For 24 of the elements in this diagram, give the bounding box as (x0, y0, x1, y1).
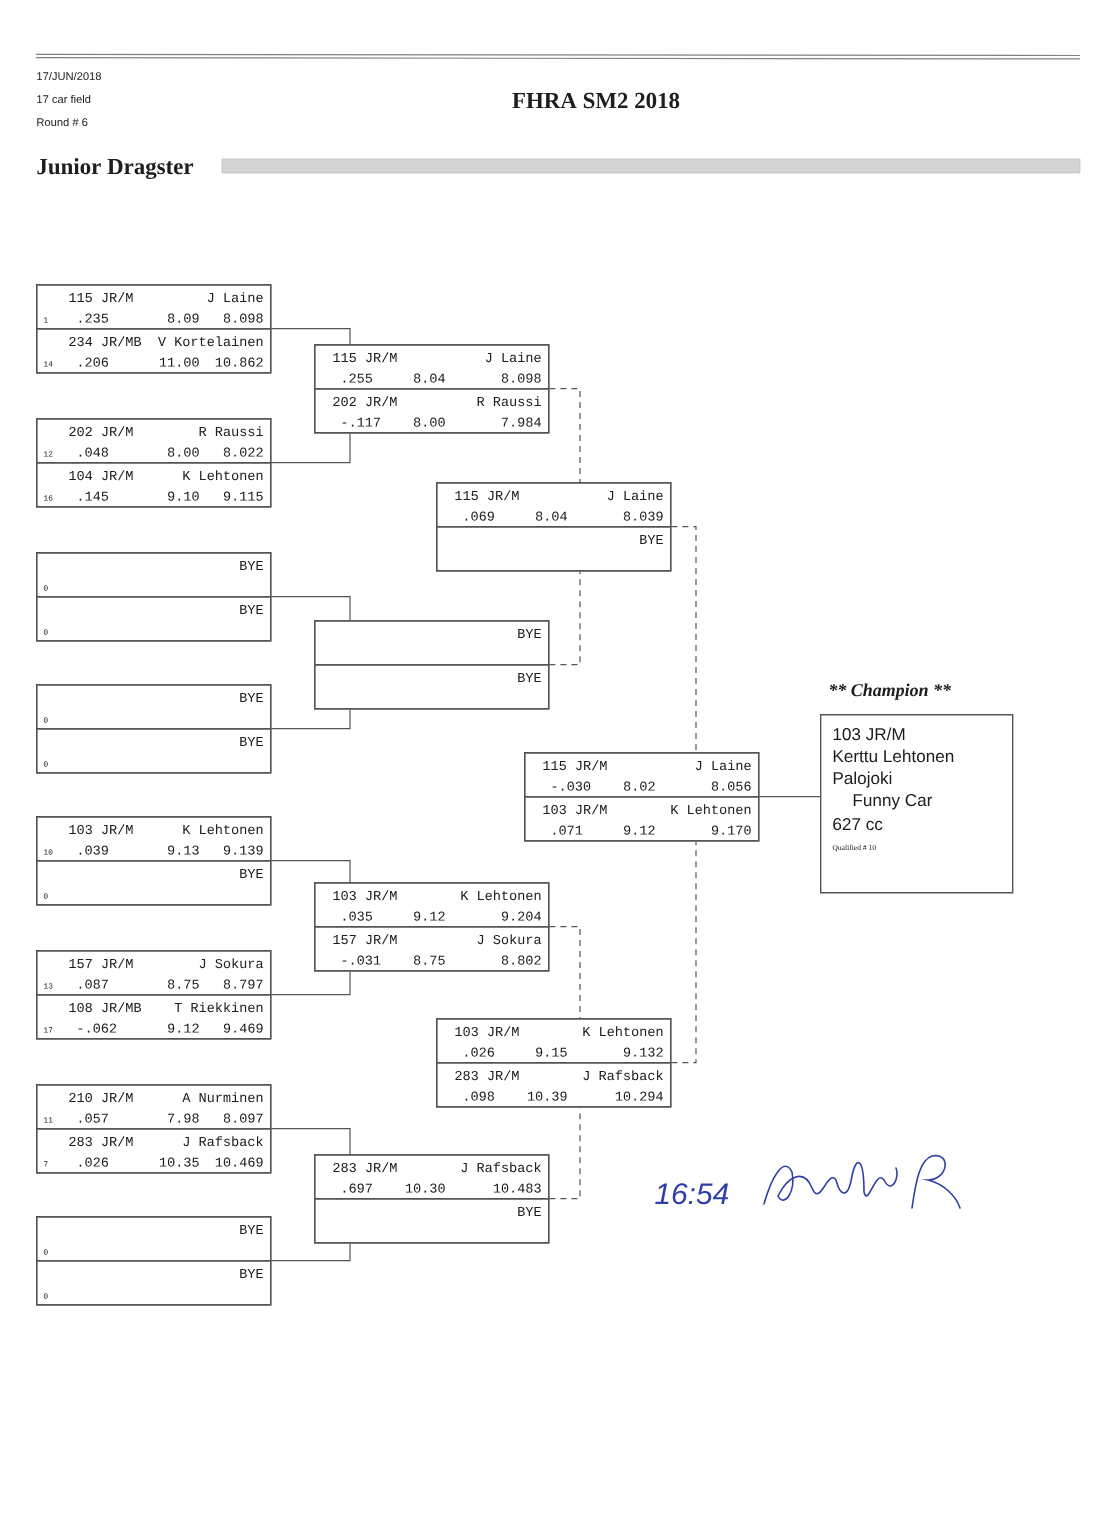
bracket-line (758, 796, 821, 798)
bracket-line (270, 432, 351, 464)
bracket-line (270, 970, 351, 996)
handwritten-time: 16:54 (655, 1183, 729, 1205)
bracket-line (270, 860, 351, 883)
car-type: Funny Car (853, 794, 933, 810)
bracket-line (548, 388, 581, 483)
bracket-line (670, 840, 697, 1064)
bracket-line (270, 1242, 351, 1262)
page-title: FHRA SM2 2018 (512, 92, 680, 109)
bracket-line (270, 596, 351, 621)
bracket-line (270, 708, 351, 730)
bracket-line (670, 526, 697, 753)
car-number: 103 JR/M (833, 727, 905, 741)
hometown: Palojoki (833, 771, 892, 788)
engine-size: 627 cc (833, 818, 883, 831)
bracket-line (270, 328, 351, 345)
bracket-line (270, 1128, 351, 1155)
driver-name: Kerttu Lehtonen (833, 749, 954, 763)
bracket-line (548, 926, 581, 1019)
bracket-line (548, 570, 581, 666)
class-heading: Junior Dragster (37, 158, 194, 180)
champion-heading: ** Champion ** (829, 683, 952, 700)
bracket-line (548, 1106, 581, 1200)
